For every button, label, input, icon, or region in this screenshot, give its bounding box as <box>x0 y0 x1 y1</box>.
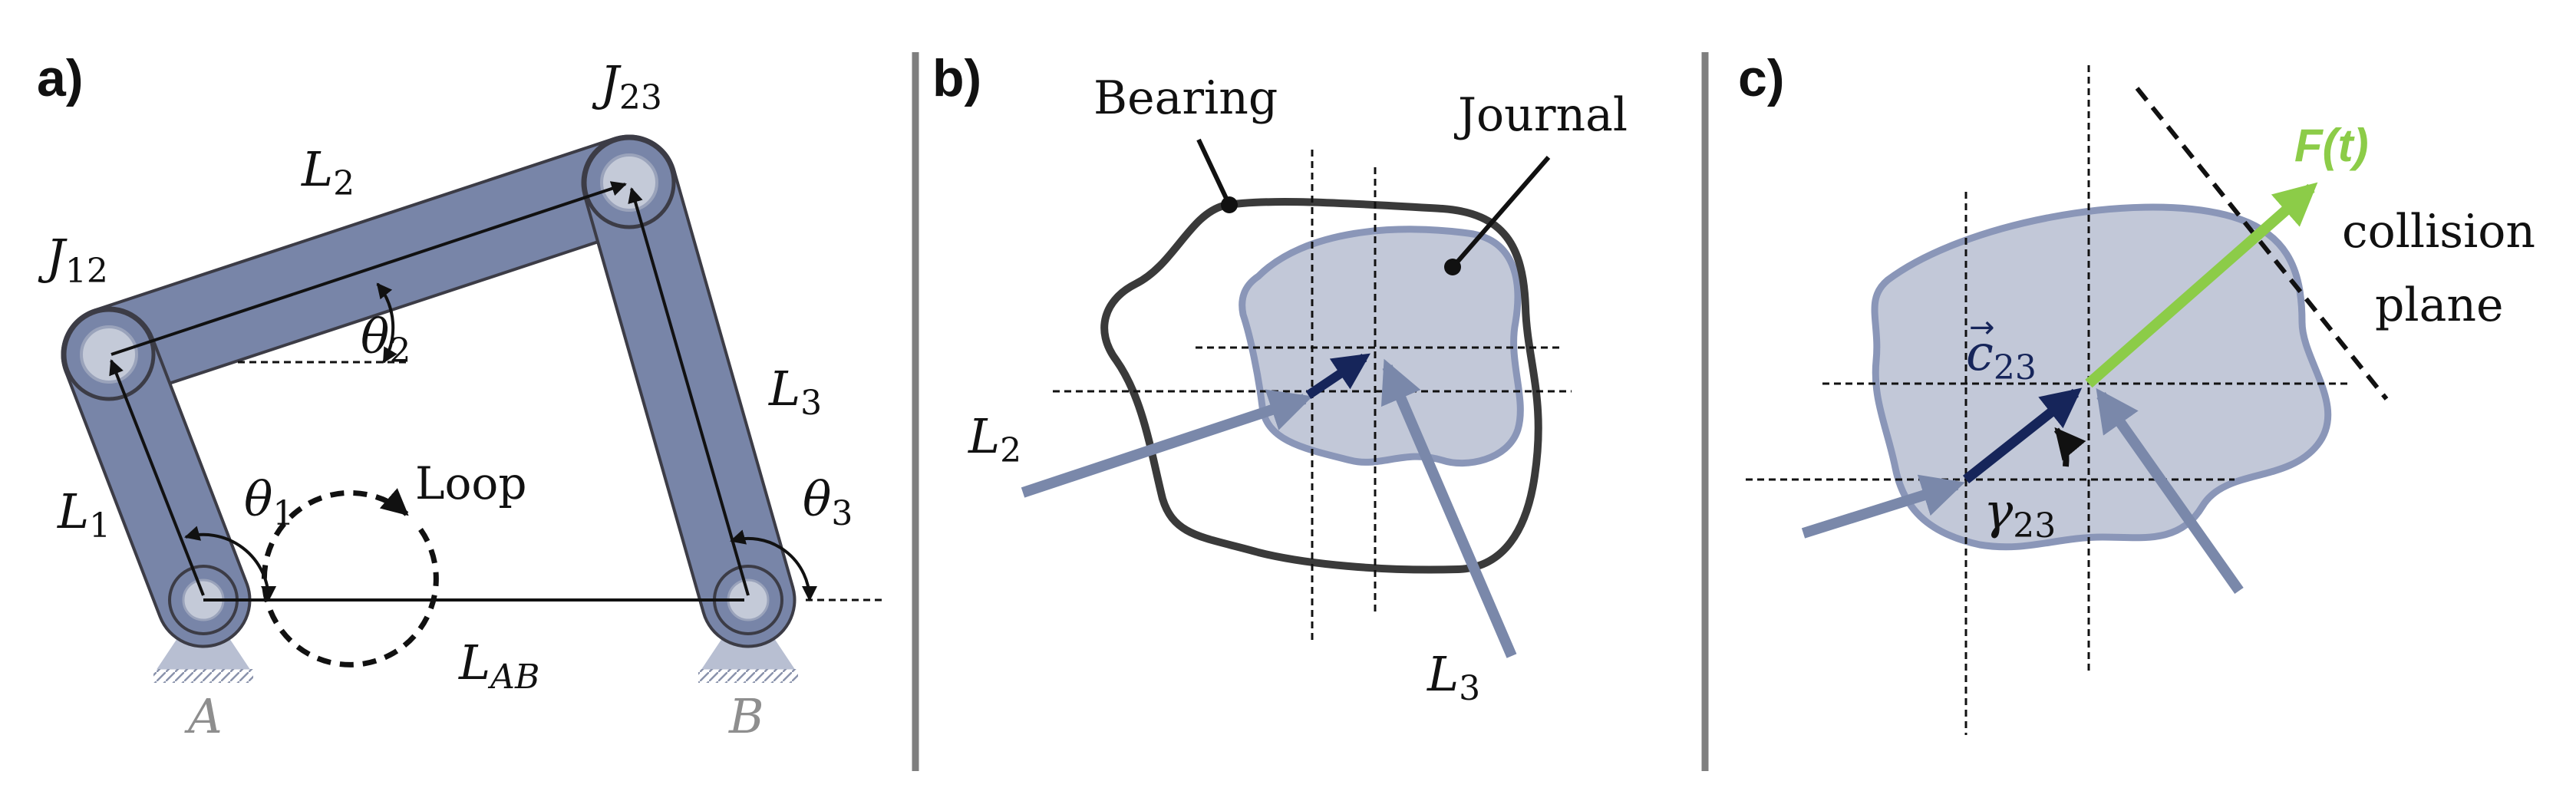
label-l1: L1 <box>57 483 110 546</box>
arc-theta1 <box>184 526 277 602</box>
label-journal: Journal <box>1453 88 1628 142</box>
label-theta1: θ1 <box>244 471 294 533</box>
leader-journal <box>1453 156 1551 266</box>
label-j12: J12 <box>38 229 108 291</box>
loop-arc <box>261 488 439 668</box>
vector-l2 <box>110 181 627 356</box>
journal-shape <box>1239 226 1524 467</box>
vector-c23 <box>1962 387 2083 484</box>
arrow-l3-b <box>1380 358 1517 658</box>
leader-bearing <box>1196 138 1232 206</box>
arrow-l2-b <box>1021 389 1313 498</box>
label-l2: L2 <box>301 141 355 203</box>
c23-vector-arrow-icon: → <box>1969 310 1995 345</box>
panel-c: c) F(t) collision plane c23 → γ23 <box>1738 49 2535 735</box>
label-l3-b: L3 <box>1427 646 1480 708</box>
label-force: F(t) <box>2294 120 2369 171</box>
panel-c-tag: c) <box>1738 49 1784 107</box>
arc-theta2 <box>376 282 397 364</box>
label-a: A <box>184 688 223 744</box>
collision-plane-line <box>2135 87 2389 400</box>
arc-theta3 <box>730 529 818 602</box>
arrow-l3-c <box>2096 387 2244 595</box>
panel-a: a) <box>37 49 882 744</box>
vector-l3 <box>628 187 750 596</box>
vector-c23-b <box>1305 353 1370 399</box>
label-b: B <box>728 688 764 744</box>
label-bearing: Bearing <box>1093 71 1278 125</box>
label-loop: Loop <box>415 457 526 509</box>
label-theta2: θ2 <box>361 308 411 371</box>
label-c23: c23 <box>1966 325 2037 387</box>
joint-j12 <box>62 308 156 401</box>
label-theta3: θ3 <box>803 471 853 533</box>
arrow-l2-c <box>1801 474 1965 539</box>
label-plane: plane <box>2375 279 2504 332</box>
label-l2-b: L2 <box>968 408 1021 470</box>
label-l3: L3 <box>768 361 822 423</box>
force-vector <box>2085 182 2318 388</box>
joint-j23 <box>582 136 676 229</box>
label-j23: J23 <box>592 55 662 117</box>
arc-gamma <box>2053 427 2086 467</box>
label-gamma: γ23 <box>1984 483 2056 546</box>
panel-b: b) Bearing Journal L2 L3 <box>932 49 1628 708</box>
panel-a-tag: a) <box>37 49 83 107</box>
label-lab: LAB <box>458 635 539 697</box>
panel-b-tag: b) <box>932 49 981 107</box>
label-collision: collision <box>2342 205 2535 259</box>
